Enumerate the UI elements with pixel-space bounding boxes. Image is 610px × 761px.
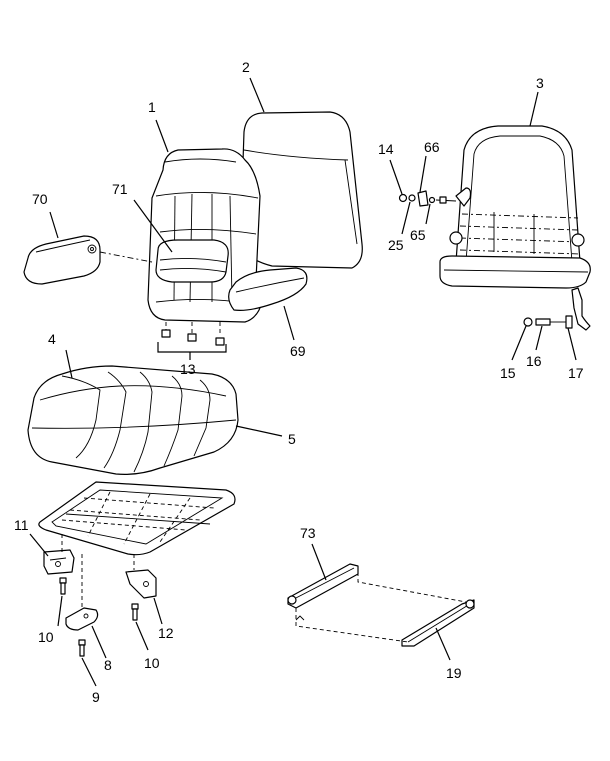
lower-pivot-hardware-parts [523,315,573,329]
right-mounting-bracket-part [125,569,157,599]
bolt-parts [59,554,139,621]
callout-69: 69 [290,343,306,359]
callout-71: 71 [112,181,128,197]
right-armrest-part [228,267,308,311]
callout-5: 5 [288,431,296,447]
callout-12: 12 [158,625,174,641]
callout-16: 16 [526,353,542,369]
left-armrest-part [23,235,153,285]
callout-13: 13 [180,361,196,377]
callout-labels: 1 2 3 70 71 14 66 25 65 69 13 4 5 15 16 … [14,59,584,705]
callout-66: 66 [424,139,440,155]
screw-part [78,639,86,657]
callout-2: 2 [242,59,250,75]
leader-lines [29,77,577,687]
callout-4: 4 [48,331,56,347]
seat-cushion-part [27,365,239,475]
seat-pan-frame-part [38,481,236,556]
callout-17: 17 [568,365,584,381]
pivot-hardware-parts [398,190,457,207]
callout-25: 25 [388,237,404,253]
callout-15: 15 [500,365,516,381]
callout-70: 70 [32,191,48,207]
callout-3: 3 [536,75,544,91]
callout-19: 19 [446,665,462,681]
plate-part [65,607,99,631]
back-clips-part [157,322,227,360]
callout-9: 9 [92,689,100,705]
callout-73: 73 [300,525,316,541]
callout-65: 65 [410,227,426,243]
callout-10-right: 10 [144,655,160,671]
callout-11: 11 [14,517,29,533]
left-mounting-bracket-part [43,534,75,575]
callout-8: 8 [104,657,112,673]
lumbar-support-part [155,239,229,283]
callout-14: 14 [378,141,394,157]
callout-1: 1 [148,99,156,115]
seat-back-frame-part [439,125,591,331]
seat-slide-track-part [287,563,475,647]
seat-back-cover-part [239,111,363,269]
callout-10-left: 10 [38,629,54,645]
